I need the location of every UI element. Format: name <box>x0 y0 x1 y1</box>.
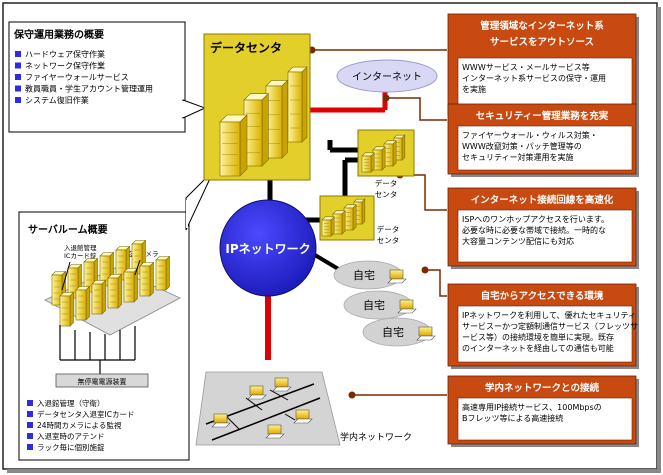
campus-network: 学内ネットワーク <box>195 371 412 446</box>
service-panel: インターネット接続回線を高速化 ISPへのワンホップアクセスを行います。必要な時に… <box>447 187 639 269</box>
server-icon <box>155 259 167 291</box>
server-icon <box>361 155 372 173</box>
bullet-icon <box>27 411 33 417</box>
bullet-icon <box>27 444 33 450</box>
internet-label: インターネット <box>352 71 422 83</box>
serverroom-item: ラック毎に個別施錠 <box>37 442 105 452</box>
service-panel: 管理領域なインターネット系サービスをアウトソース WWWサービス・メールサービス等… <box>447 13 639 117</box>
bullet-icon <box>15 85 21 92</box>
pc-icon <box>274 377 289 388</box>
ups-device <box>55 373 149 388</box>
maintenance-item: ファイヤーウォールサービス <box>25 73 129 82</box>
server-icon <box>91 283 103 315</box>
pc-icon <box>249 385 264 396</box>
service-panel-body: WWWサービス・メールサービス等インターネット系サービスの保守・運用を実施 <box>462 62 606 94</box>
bullet-icon <box>27 433 33 439</box>
service-panel-title: 自宅からアクセスできる環境 <box>481 290 604 302</box>
pc-icon <box>267 424 282 435</box>
serverroom-item: 24時間カメラによる監視 <box>37 420 122 430</box>
datacenter-small-2: データセンタ <box>319 195 400 245</box>
service-panel-body: IPネットワークを利用して、優れたセキュリティサービスーかつ定額制通信サービス（… <box>462 310 638 353</box>
pc-icon <box>418 326 433 337</box>
datacenter-small-1: データセンタ <box>357 129 415 199</box>
serverroom-item: 入退室時のアテンド <box>37 431 105 441</box>
serverroom-list: 入退館管理（守衛）データセンタ入退室ICカード24時間カメラによる監視入退室時の… <box>27 398 134 452</box>
maintenance-item: 教員職員・学生アカウント管理運用 <box>25 84 153 94</box>
bullet-icon <box>27 400 33 406</box>
maintenance-box: 保守運用業務の概要 ハードウェア保守作業ネットワーク保守作業ファイヤーウォールサ… <box>8 21 207 133</box>
serverroom-item: 入退館管理（守衛） <box>37 398 105 408</box>
datacenter-servers <box>219 66 308 177</box>
maintenance-item: システム復旧作業 <box>25 95 89 105</box>
label-ic: ICカード錠 <box>64 251 97 260</box>
server-icon <box>219 121 241 177</box>
service-panel-title: 管理領域なインターネット系サービスをアウトソース <box>480 20 604 48</box>
service-panel-title: セキュリティー管理業務を充実 <box>476 110 609 122</box>
home-node: 自宅 <box>333 260 407 290</box>
bullet-icon <box>15 97 21 103</box>
home-label: 自宅 <box>363 298 385 312</box>
server-icon <box>287 71 303 143</box>
datacenter-main-label: データセンタ <box>210 40 282 55</box>
internet-cloud: インターネット <box>336 59 438 93</box>
service-panel-body: ISPへのワンホップアクセスを行います。必要な時に必要な帯域で接続。一時的な大容… <box>462 214 609 246</box>
datacenter-small-1-label: データセンタ <box>375 178 398 199</box>
server-icon <box>59 295 71 327</box>
link-ipnet-home <box>313 253 342 272</box>
serverroom-item: データセンタ入退室ICカード <box>37 409 134 419</box>
maintenance-list: ハードウェア保守作業ネットワーク保守作業ファイヤーウォールサービス教員職員・学生… <box>15 49 153 105</box>
pc-icon <box>399 299 414 310</box>
service-panel-body: ファイヤーウォール・ウィルス対策・WWW改竄対策・パッチ管理等のセキュリティー対… <box>462 130 598 162</box>
service-panel-title: 学内ネットワークとの接続 <box>485 382 599 394</box>
pc-icon <box>295 409 310 420</box>
home-node: 自宅 <box>343 290 417 320</box>
bullet-icon <box>27 422 33 428</box>
service-panel: セキュリティー管理業務を充実ファイヤーウォール・ウィルス対策・WWW改竄対策・パ… <box>447 103 639 177</box>
serverroom-box: サーバルーム概要 入退館管理 ICカード錠 監視カメラ 無停電電源装置 入退館管… <box>18 169 215 461</box>
service-panels: 管理領域なインターネット系サービスをアウトソース WWWサービス・メールサービス等… <box>447 13 639 447</box>
label-ups: 無停電電源装置 <box>78 377 127 386</box>
maintenance-item: ネットワーク保守作業 <box>25 61 105 71</box>
home-node: 自宅 <box>362 317 436 347</box>
service-panel-title: インターネット接続回線を高速化 <box>471 194 614 206</box>
datacenter-small-2-label: データセンタ <box>377 224 400 245</box>
ip-network-label: IPネットワーク <box>225 242 310 256</box>
home-label: 自宅 <box>382 325 404 339</box>
service-panel: 自宅からアクセスできる環境 IPネットワークを利用して、優れたセキュリティサービス… <box>447 283 639 369</box>
server-icon <box>123 271 135 303</box>
pc-icon <box>389 269 404 280</box>
bullet-icon <box>15 51 21 57</box>
ip-network: IPネットワーク <box>219 199 317 297</box>
maintenance-title: 保守運用業務の概要 <box>13 28 104 41</box>
home-label: 自宅 <box>353 268 375 282</box>
campus-label: 学内ネットワーク <box>340 431 412 443</box>
server-icon <box>107 277 119 309</box>
serverroom-title: サーバルーム概要 <box>28 223 108 236</box>
label-access: 入退館管理 <box>64 243 97 252</box>
server-icon <box>139 265 151 297</box>
server-icon <box>75 289 87 321</box>
server-racks <box>51 239 171 327</box>
maintenance-item: ハードウェア保守作業 <box>25 49 105 59</box>
bullet-icon <box>15 62 21 69</box>
datacenter-main: データセンタ <box>203 33 311 181</box>
pc-icon <box>213 413 228 424</box>
server-icon <box>321 219 332 237</box>
bullet-icon <box>15 74 21 80</box>
